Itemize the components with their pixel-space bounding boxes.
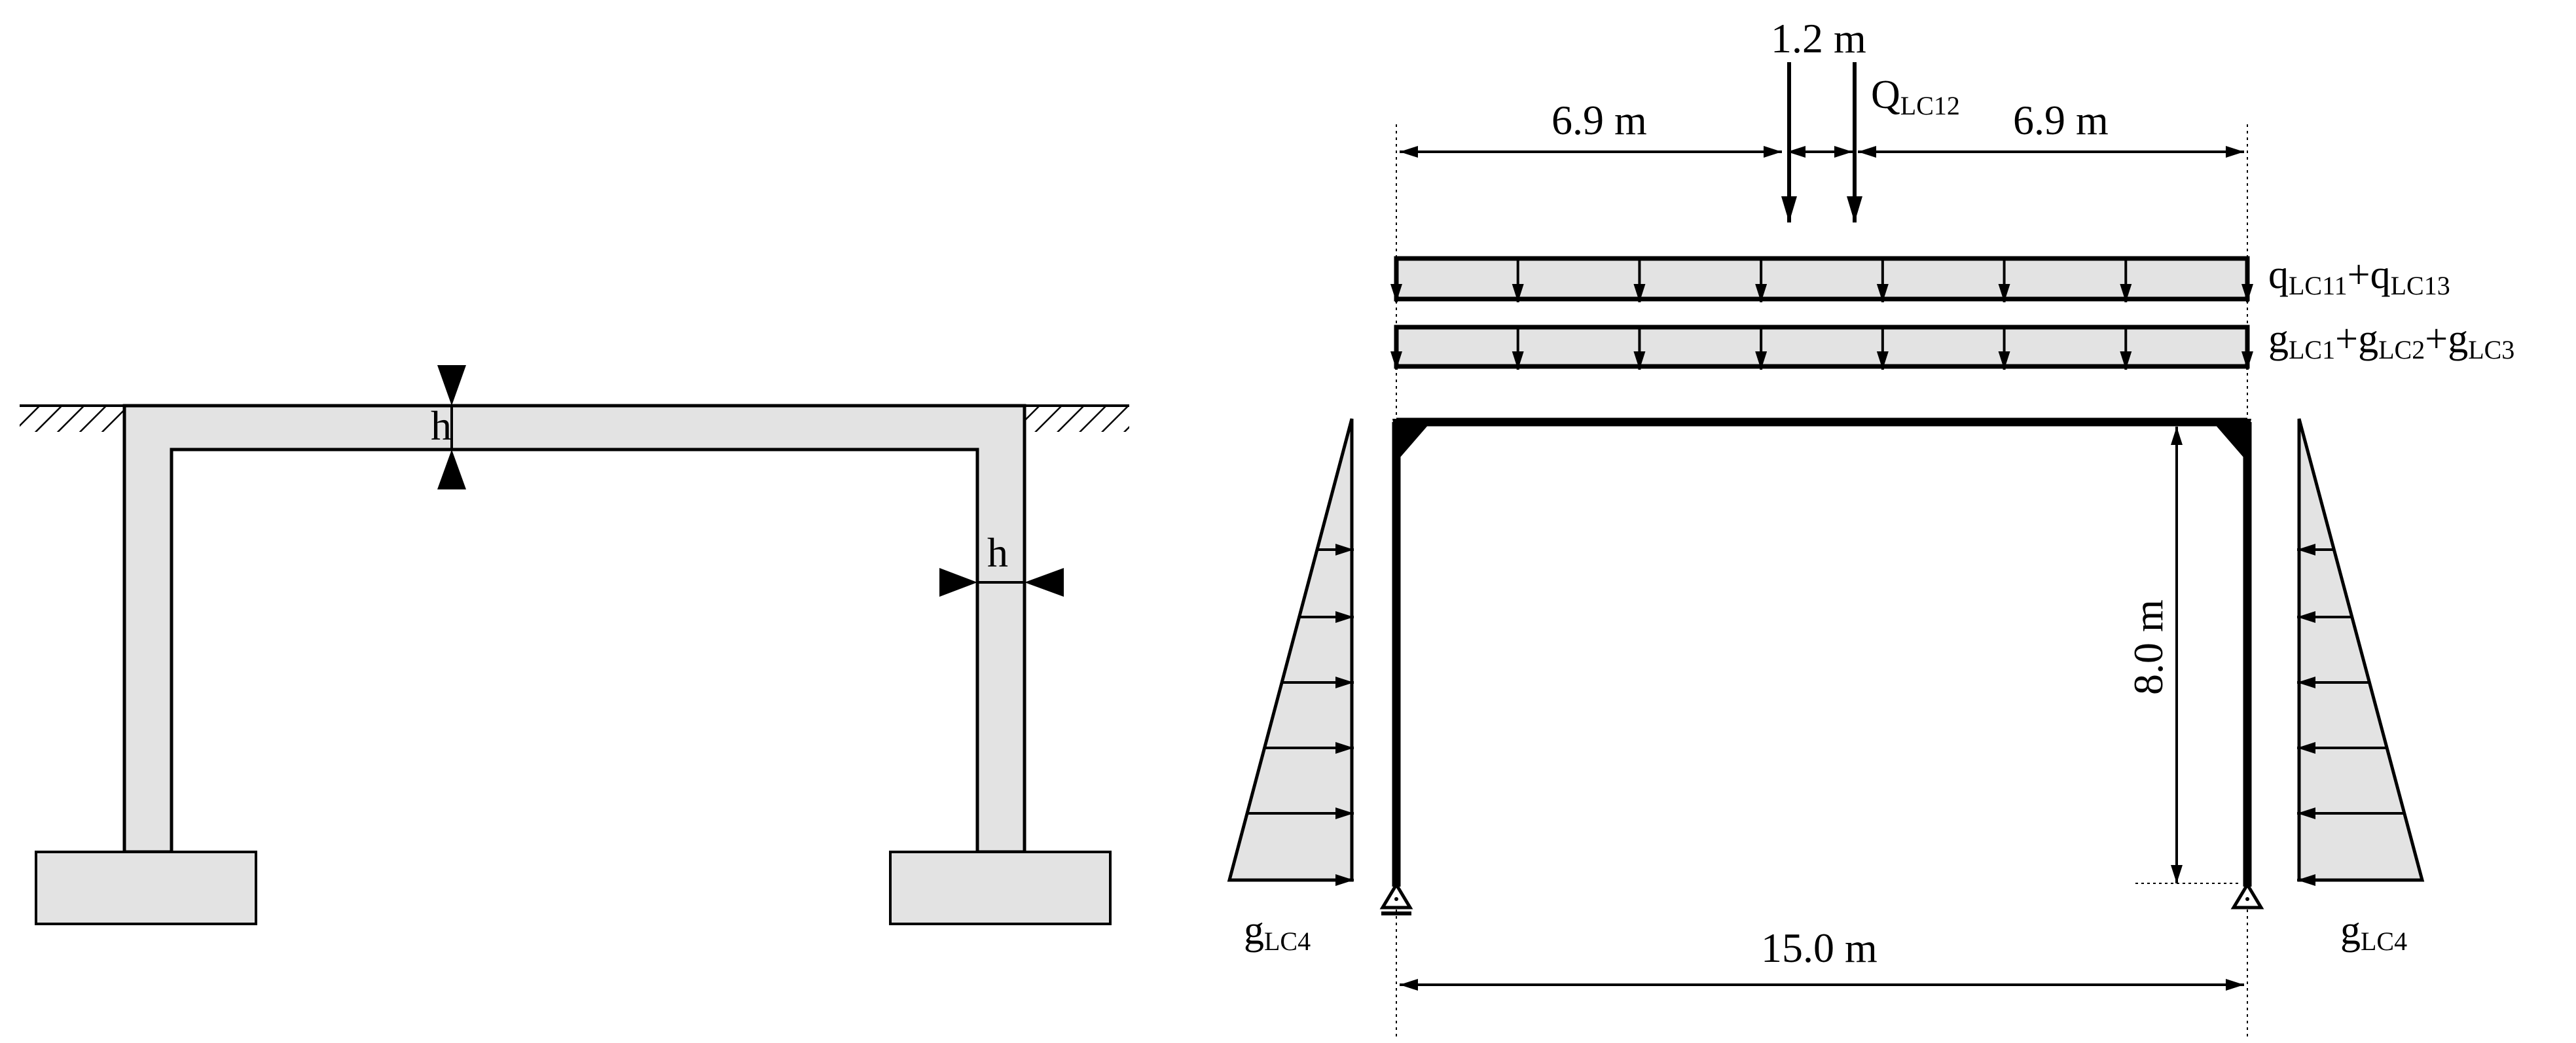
height-dimension: 8.0 m bbox=[2125, 427, 2239, 884]
live-udl-label: qLC11+qLC13 bbox=[2268, 253, 2450, 300]
left-footing bbox=[35, 851, 257, 925]
right-haunch bbox=[2210, 419, 2251, 458]
left-earth-pressure-label: gLC4 bbox=[1244, 908, 1311, 956]
dim-total-span: 15.0 m bbox=[1761, 925, 1878, 971]
dim-gap: 1.2 m bbox=[1771, 15, 1866, 62]
left-haunch bbox=[1392, 419, 1434, 458]
concrete-frame bbox=[122, 404, 1026, 854]
dead-udl-label: gLC1+gLC2+gLC3 bbox=[2268, 317, 2514, 364]
column-thickness-marker: h bbox=[939, 529, 1064, 597]
bottom-dimension: 15.0 m bbox=[1400, 925, 2244, 991]
top-dimension: 6.9 m 1.2 m 6.9 m bbox=[1400, 15, 2244, 158]
ground-hatch-right bbox=[1025, 404, 1129, 432]
column-thickness-label: h bbox=[987, 529, 1008, 576]
dead-udl: gLC1+gLC2+gLC3 bbox=[1390, 317, 2514, 370]
point-load-label: QLC12 bbox=[1871, 73, 1960, 120]
right-earth-pressure: gLC4 bbox=[2297, 418, 2425, 956]
right-earth-pressure-label: gLC4 bbox=[2340, 908, 2407, 956]
right-model-figure: 6.9 m 1.2 m 6.9 m QLC12 qLC11+qLC13 gLC1… bbox=[1227, 15, 2514, 1040]
live-udl: qLC11+qLC13 bbox=[1390, 253, 2450, 302]
ground-hatch-left bbox=[20, 404, 124, 432]
frame-model bbox=[1392, 417, 2252, 887]
beam-thickness-marker: h bbox=[431, 365, 466, 489]
dim-left-span: 6.9 m bbox=[1551, 97, 1647, 143]
left-frame-figure: h h bbox=[20, 365, 1129, 925]
left-pin-support bbox=[1379, 881, 1413, 915]
right-footing bbox=[889, 851, 1112, 925]
right-pin-support bbox=[2230, 881, 2264, 910]
point-loads: QLC12 bbox=[1781, 62, 1960, 222]
dim-right-span: 6.9 m bbox=[2013, 97, 2109, 143]
left-earth-pressure: gLC4 bbox=[1227, 418, 1354, 956]
beam-thickness-label: h bbox=[431, 402, 452, 449]
dim-height: 8.0 m bbox=[2125, 599, 2171, 695]
